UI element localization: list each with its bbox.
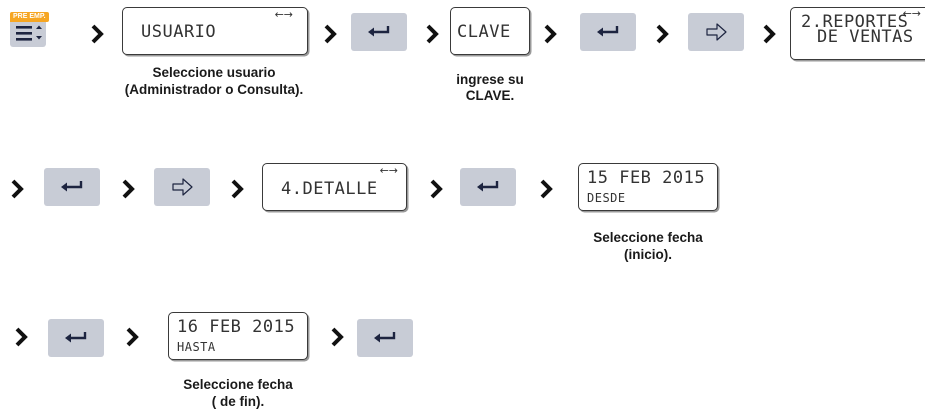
- enter-key-icon: [61, 181, 83, 192]
- left-right-arrows-icon: ←→: [902, 7, 921, 20]
- arrow-forward-icon: [706, 23, 727, 41]
- enter-key-icon: [374, 332, 396, 343]
- enter-key-icon: [477, 181, 499, 192]
- chevron-right-icon: [125, 326, 139, 348]
- arrow-forward-icon: [172, 178, 193, 196]
- next-key[interactable]: [688, 13, 744, 51]
- screen-usuario: USUARIO ←→: [122, 7, 308, 55]
- screen-text: CLAVE: [457, 22, 511, 42]
- chevron-right-icon: [90, 23, 104, 45]
- menu-tag: PRE EMP.: [10, 12, 49, 22]
- next-key[interactable]: [154, 168, 210, 206]
- enter-key[interactable]: [351, 13, 407, 51]
- screen-label: DESDE: [587, 191, 626, 205]
- chevron-right-icon: [121, 178, 135, 200]
- enter-key[interactable]: [48, 319, 104, 357]
- enter-key[interactable]: [357, 319, 413, 357]
- screen-text: USUARIO: [141, 22, 217, 42]
- chevron-right-icon: [425, 23, 439, 45]
- screen-line-1: 2.REPORTES: [801, 12, 909, 32]
- caption-clave-line-1: ingrese su: [456, 72, 524, 87]
- chevron-right-icon: [539, 178, 553, 200]
- caption-usuario-line-2: (Administrador o Consulta).: [124, 82, 304, 97]
- chevron-right-icon: [323, 23, 337, 45]
- chevron-right-icon: [230, 178, 244, 200]
- screen-reportes: 2.REPORTES DE VENTAS ←→: [790, 7, 925, 60]
- enter-key[interactable]: [460, 168, 516, 206]
- screen-detalle: 4.DETALLE ←→: [262, 163, 407, 211]
- enter-key-icon: [65, 332, 87, 343]
- caption-hasta-line-2: ( de fin).: [211, 394, 265, 409]
- chevron-right-icon: [655, 23, 669, 45]
- left-right-arrows-icon: ←→: [274, 8, 293, 21]
- screen-fecha-desde: 15 FEB 2015 DESDE: [578, 163, 718, 211]
- enter-key[interactable]: [44, 168, 100, 206]
- screen-line-2: DE VENTAS: [817, 27, 914, 47]
- screen-fecha-hasta: 16 FEB 2015 HASTA: [168, 312, 308, 360]
- enter-key[interactable]: [580, 13, 636, 51]
- screen-label: HASTA: [177, 340, 216, 354]
- caption-clave-line-2: CLAVE.: [465, 88, 515, 103]
- chevron-right-icon: [429, 178, 443, 200]
- chevron-right-icon: [330, 326, 344, 348]
- screen-text: 4.DETALLE: [281, 179, 378, 199]
- enter-key-icon: [368, 26, 390, 37]
- screen-date: 16 FEB 2015: [177, 317, 296, 337]
- enter-key-icon: [597, 26, 619, 37]
- left-right-arrows-icon: ←→: [379, 164, 398, 177]
- chevron-right-icon: [14, 326, 28, 348]
- caption-hasta-line-1: Seleccione fecha: [183, 377, 293, 392]
- chevron-right-icon: [543, 23, 557, 45]
- chevron-right-icon: [762, 23, 776, 45]
- caption-usuario-line-1: Seleccione usuario: [152, 65, 276, 80]
- screen-date: 15 FEB 2015: [587, 168, 706, 188]
- caption-desde-line-2: (inicio).: [624, 247, 672, 262]
- chevron-right-icon: [10, 178, 24, 200]
- caption-desde-line-1: Seleccione fecha: [593, 230, 703, 245]
- screen-clave: CLAVE: [450, 7, 530, 55]
- menu-sort-icon: [16, 25, 42, 41]
